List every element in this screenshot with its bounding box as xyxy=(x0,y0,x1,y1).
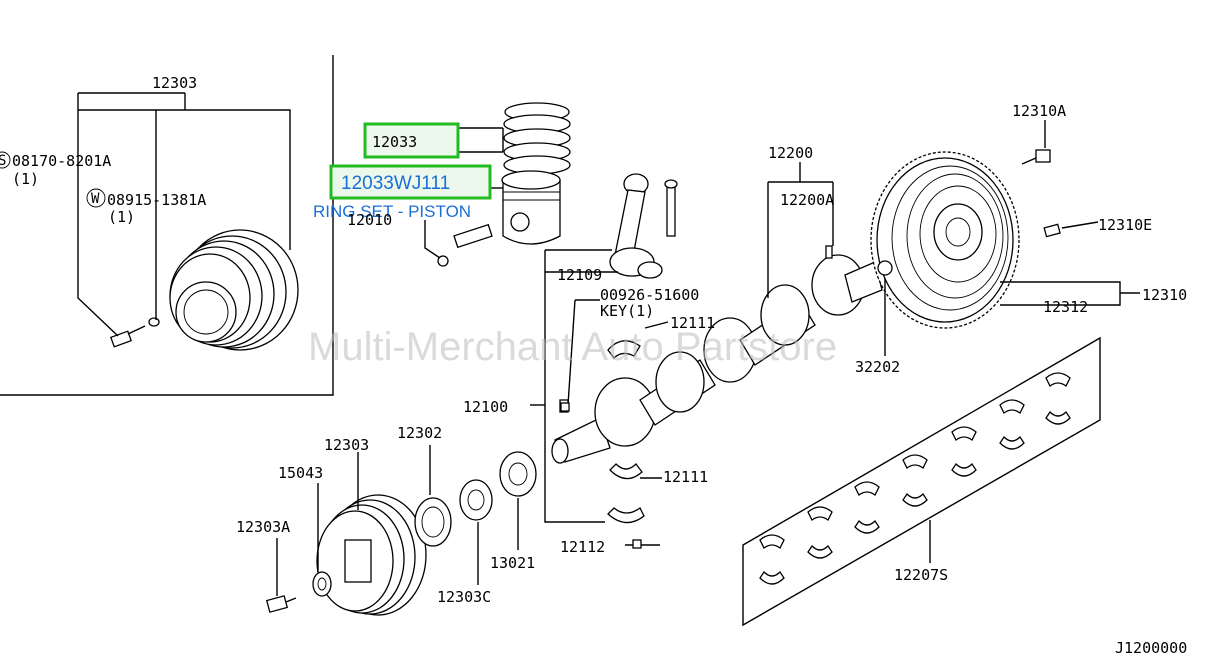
label-08170-qty: (1) xyxy=(12,170,39,188)
bearing-cap-12112 xyxy=(607,507,645,549)
label-32202[interactable]: 32202 xyxy=(855,358,900,376)
caption-ring-set-piston: RING SET - PISTON xyxy=(313,202,471,221)
piston-pin xyxy=(437,223,493,267)
dowel-pin xyxy=(1043,223,1061,238)
label-12111-bottom[interactable]: 12111 xyxy=(663,468,708,486)
key xyxy=(560,402,570,412)
leader-08170 xyxy=(77,93,119,337)
piston-rings xyxy=(503,102,571,175)
inset-frame xyxy=(0,55,334,396)
flywheel xyxy=(870,151,1020,329)
inset-crank-pulley xyxy=(169,229,299,351)
crankshaft xyxy=(551,254,892,464)
seal-12302 xyxy=(414,497,452,547)
svg-text:S: S xyxy=(0,153,6,169)
connecting-rod xyxy=(609,173,678,279)
circle-w-icon: W xyxy=(86,188,106,208)
label-12303A[interactable]: 12303A xyxy=(236,518,290,536)
main-bearing-panel xyxy=(742,336,1101,627)
watermark: Multi-Merchant Auto Partstore xyxy=(308,325,837,369)
label-12200[interactable]: 12200 xyxy=(768,144,813,162)
inset-bolt xyxy=(109,317,160,348)
label-12112[interactable]: 12112 xyxy=(560,538,605,556)
flywheel-bolt xyxy=(1021,149,1051,165)
label-12109[interactable]: 12109 xyxy=(557,266,602,284)
sprocket-13021 xyxy=(499,451,537,497)
label-12302[interactable]: 12302 xyxy=(397,424,442,442)
label-12207S[interactable]: 12207S xyxy=(894,566,948,584)
label-08170[interactable]: 08170-8201A xyxy=(12,152,111,170)
label-12100[interactable]: 12100 xyxy=(463,398,508,416)
label-12303C[interactable]: 12303C xyxy=(437,588,491,606)
piston xyxy=(501,170,561,245)
label-key: KEY(1) xyxy=(600,302,654,320)
bearing-lower-12111 xyxy=(609,463,643,480)
label-12310E[interactable]: 12310E xyxy=(1098,216,1152,234)
svg-text:12033WJ111: 12033WJ111 xyxy=(341,173,450,194)
pilot-pin xyxy=(825,245,833,259)
highlight-12033[interactable]: 12033 xyxy=(363,122,460,159)
leader-12303-top xyxy=(78,109,291,250)
svg-text:W: W xyxy=(91,191,100,207)
main-bearings xyxy=(759,372,1071,585)
label-12200A[interactable]: 12200A xyxy=(780,191,834,209)
diagram-code: J1200000 xyxy=(1115,639,1187,657)
pilot-bushing xyxy=(877,260,893,276)
svg-text:12033: 12033 xyxy=(372,133,417,151)
label-08915[interactable]: 08915-1381A xyxy=(107,191,206,209)
label-00926[interactable]: 00926-51600 xyxy=(600,286,699,304)
label-13021[interactable]: 13021 xyxy=(490,554,535,572)
sprocket-12303C xyxy=(459,479,493,521)
label-12310[interactable]: 12310 xyxy=(1142,286,1187,304)
label-12303-top[interactable]: 12303 xyxy=(152,74,197,92)
crank-pulley-bottom xyxy=(316,494,427,616)
washer-15043 xyxy=(312,571,332,597)
label-12303-bottom[interactable]: 12303 xyxy=(324,436,369,454)
label-12010[interactable]: 12010 xyxy=(347,211,392,229)
label-08915-qty: (1) xyxy=(108,208,135,226)
bolt-12303A xyxy=(265,595,297,613)
label-12111-top[interactable]: 12111 xyxy=(670,314,715,332)
label-12312[interactable]: 12312 xyxy=(1043,298,1088,316)
highlight-12033WJ111[interactable]: 12033WJ111 xyxy=(329,164,492,200)
label-12310A[interactable]: 12310A xyxy=(1012,102,1066,120)
bearing-upper-12111 xyxy=(607,340,641,359)
circle-s-icon: S xyxy=(0,151,11,169)
label-15043[interactable]: 15043 xyxy=(278,464,323,482)
